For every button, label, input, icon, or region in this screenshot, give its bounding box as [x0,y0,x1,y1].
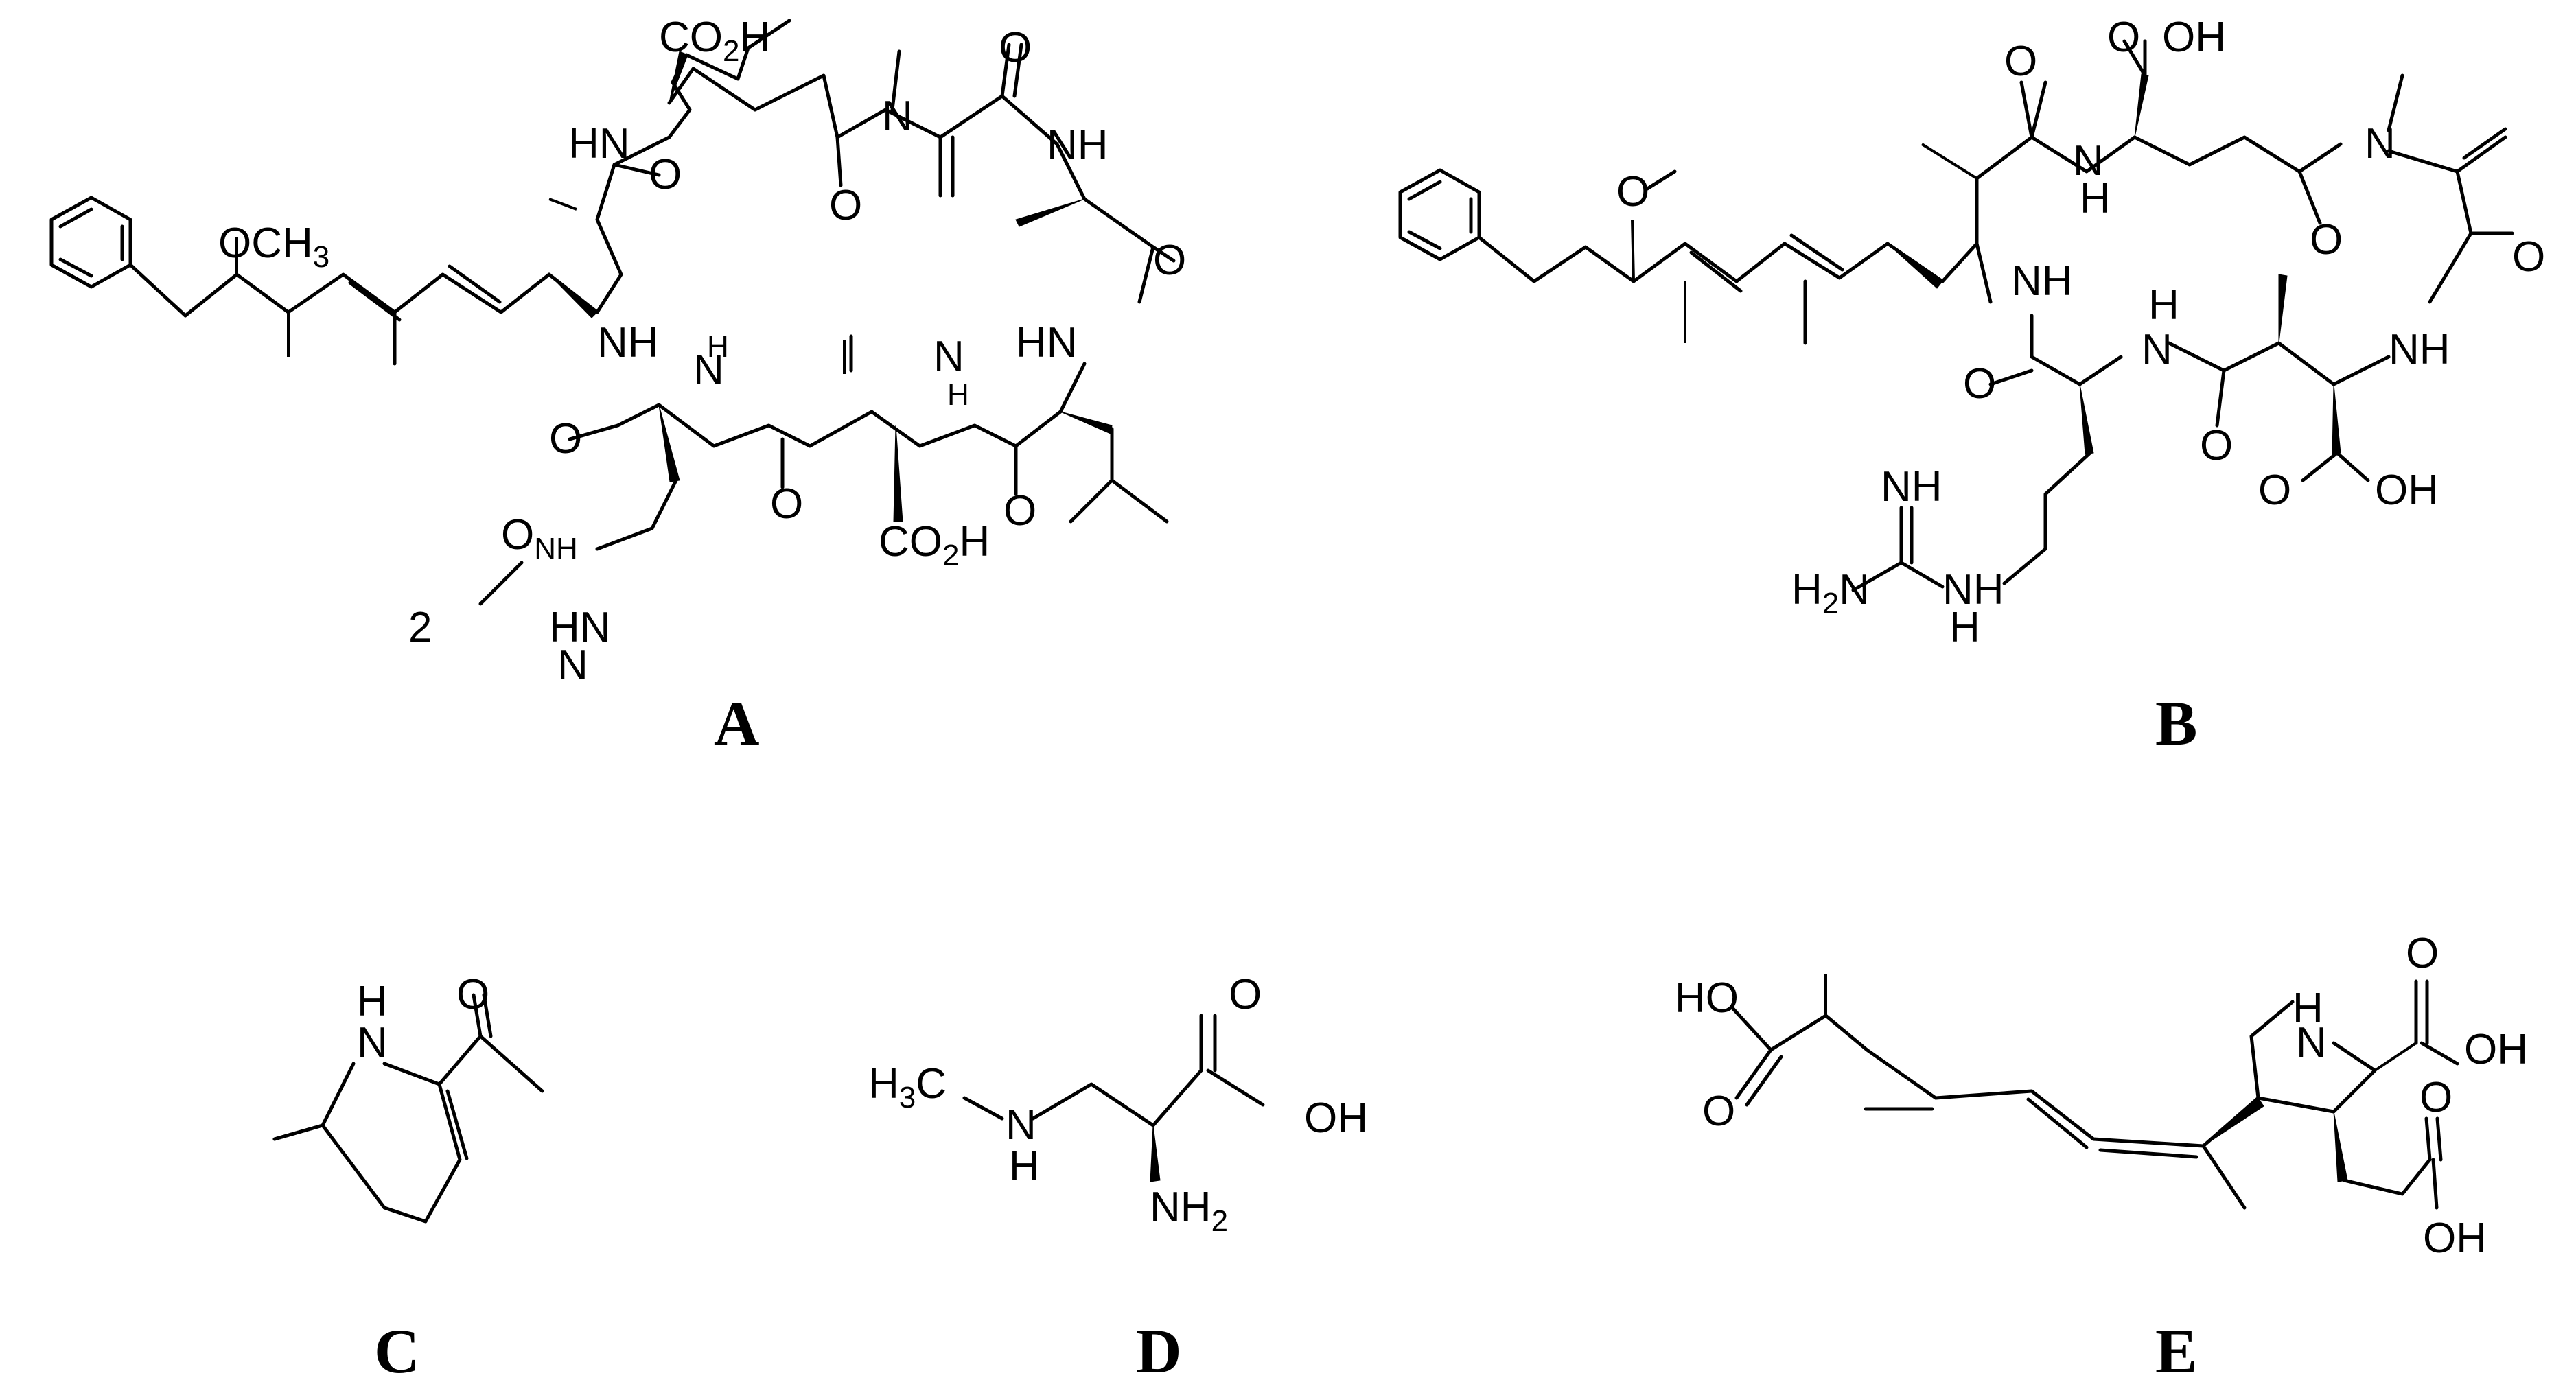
a-co2h-top: CO2H [659,14,770,68]
d-nh2: NH2 [1150,1184,1228,1238]
b-hn1: N [2142,326,2172,373]
e-o1: O [1702,1088,1735,1135]
b-o1: O [2004,38,2037,85]
a-o7: O [549,415,582,463]
e-oh2: OH [2423,1215,2487,1262]
a-o5: O [1003,487,1036,535]
a-o6: O [770,480,803,528]
structure-e: HO O H N O OH O OH E [1675,930,2528,1386]
a-nh-bottom: HN [549,604,611,651]
label-b: B [2155,688,2197,758]
b-oh1: OH [2162,14,2226,61]
a-nh-bottom-h: N [557,642,588,689]
a-nh2: ONH [501,511,578,565]
a-hn5: 2 [408,604,432,651]
a-och3: OCH3 [218,220,329,274]
a-o4: O [1153,237,1186,284]
b-nh-guan: NH [1942,566,2004,613]
a-hn4: N [693,347,724,394]
a-hn1: HN [568,120,630,167]
e-o3: O [2420,1074,2452,1121]
label-c: C [374,1316,419,1386]
d-nh: H [1009,1143,1040,1190]
b-nh-imine: NH [1881,463,1942,511]
structure-d: H3C N H NH2 O OH D [868,971,1368,1386]
b-nh1-h: H [2080,175,2111,222]
a-n-methyl: N [882,93,913,140]
a-hn2: HN [1016,319,1078,366]
a-hn4-h: H [707,330,729,364]
e-o2: O [2406,930,2439,977]
d-oh: OH [1304,1094,1368,1142]
a-hn3: N [933,333,964,380]
d-n: N [1006,1101,1036,1149]
b-hn1-h: H [2148,281,2179,329]
b-ome: O [1616,168,1649,215]
b-oh2: OH [2375,467,2439,514]
a-hn3-n: H [947,378,969,412]
b-o5: O [2258,467,2291,514]
e-ho: HO [1675,974,1739,1022]
b-h2n: H2N [1791,566,1870,620]
b-o7: O [1963,360,1996,408]
e-oh1: OH [2464,1026,2528,1073]
c-o: O [456,971,489,1018]
b-o6: O [2200,422,2233,469]
a-nh1: NH [597,319,659,366]
structure-b: O O N H O OH O N O NH O OH O [1398,14,2545,758]
b-nh-guan-h: H [1949,604,1980,651]
d-o: O [1229,971,1262,1018]
e-nh-n: N [2296,1019,2327,1066]
b-o3: O [2310,216,2343,264]
c-n: N [357,1019,388,1066]
label-e: E [2155,1316,2197,1386]
b-nh3: NH [2011,257,2073,305]
d-h3c: H3C [868,1060,947,1114]
b-o4: O [2512,233,2545,281]
e-nh-h: H [2293,985,2323,1032]
a-o1: O [649,151,682,198]
label-a: A [714,688,759,758]
structure-c: H N O C [272,971,544,1386]
b-nh2: NH [2389,326,2450,373]
c-h: H [357,978,388,1025]
b-o2: O [2107,14,2140,61]
label-d: D [1136,1316,1181,1386]
structure-a: OCH3 O NH HN CO2H O N O NH O HN O N [49,14,1186,758]
a-o2: O [829,182,862,229]
b-nh1: N [2073,137,2104,185]
a-o3: O [999,24,1032,71]
a-co2h-bottom: CO2H [879,518,990,572]
a-nh2-ring: NH [1047,121,1109,169]
